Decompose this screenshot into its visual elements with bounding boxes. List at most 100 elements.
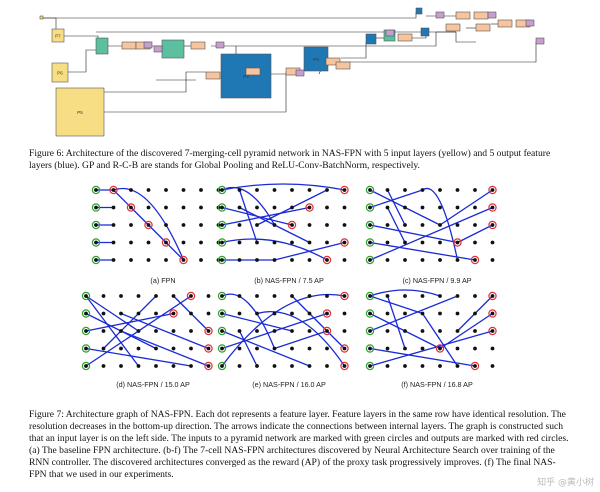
input-layer-ring (81, 344, 91, 353)
merging-cell-2 (161, 39, 185, 59)
feature-layer-dot (290, 294, 294, 298)
connection-edge (221, 293, 345, 367)
feature-layer-dot (473, 364, 477, 368)
feature-layer-dot (473, 223, 477, 227)
feature-layer-dots (365, 185, 497, 265)
feature-layer-dot (307, 205, 312, 210)
feature-layer-dot (307, 311, 312, 316)
feature-layer-dot (164, 188, 168, 192)
feature-layer-dot (325, 364, 329, 368)
feature-layer-dot (490, 240, 495, 245)
input-layer-small (39, 15, 44, 20)
architecture-graph-panel (88, 182, 238, 282)
output-layer-ring (161, 238, 171, 247)
connection-edge (56, 71, 206, 93)
feature-layer-dot (129, 205, 133, 210)
feature-layer-dot (473, 294, 477, 298)
input-layer-ring (217, 361, 227, 371)
feature-layer-dot (220, 346, 224, 351)
input-layer-ring (81, 361, 91, 371)
connection-edge (85, 295, 140, 367)
feature-layer-dot (255, 205, 259, 210)
feature-layer-dot (290, 205, 294, 210)
feature-layer-dot (164, 205, 168, 210)
feature-layer-dot (129, 188, 133, 192)
feature-layer-dot (171, 311, 176, 316)
input-layer-ring (91, 220, 101, 230)
output-layer-ring (126, 203, 136, 212)
feature-layer-dot (403, 329, 407, 333)
feature-layer-dot (473, 205, 477, 210)
op-node-10 (455, 11, 471, 20)
connection-edge (56, 72, 287, 113)
svg-text:P5: P5 (77, 110, 83, 115)
output-layer-ring (322, 309, 332, 318)
feature-layer-dot (455, 329, 460, 333)
feature-layer-dot (94, 188, 98, 192)
connection-edge (221, 186, 276, 226)
feature-layer-dot (455, 205, 460, 210)
connection-edge (96, 31, 476, 43)
feature-layer-dot (438, 223, 442, 227)
feature-layer-dot (146, 240, 151, 245)
input-layer-ring (91, 203, 101, 212)
feature-layer-dot (272, 223, 277, 227)
feature-layer-dot (420, 258, 425, 262)
input-layer-ring (365, 238, 375, 247)
feature-layer-dot (111, 205, 116, 210)
feature-layer-dot (119, 329, 123, 333)
sum-node-1 (153, 45, 163, 53)
feature-layer-dot (237, 346, 242, 351)
feature-layer-dot (307, 294, 312, 298)
feature-layer-dot (342, 346, 347, 351)
connection-edge (120, 330, 209, 367)
feature-layer-dot (255, 223, 259, 227)
figure-7-caption: Figure 7: Architecture graph of NAS-FPN.… (29, 409, 569, 480)
feature-layer-dot (325, 311, 329, 316)
feature-layer-dot (403, 294, 407, 298)
feature-layer-dot (181, 240, 186, 245)
feature-layer-dot (237, 311, 242, 316)
connection-edge (238, 189, 258, 243)
feature-layer-dot (455, 311, 460, 316)
feature-layer-dot (272, 364, 277, 368)
feature-layer-dot (206, 294, 211, 298)
feature-layer-dot (119, 311, 123, 316)
connection-edge (369, 295, 458, 332)
connection-edge (369, 347, 476, 367)
feature-layer-dot (206, 364, 211, 368)
output-layer-p7 (415, 7, 423, 15)
architecture-graph-panel (214, 288, 364, 388)
feature-layer-dot (255, 311, 259, 316)
output-layer-ring (322, 255, 332, 265)
feature-layer-dot (438, 346, 442, 351)
feature-layer-dot (154, 294, 158, 298)
feature-layer-dot (154, 329, 158, 333)
input-layer-ring (365, 344, 375, 353)
feature-layer-dot (171, 364, 176, 368)
feature-layer-dot (84, 294, 88, 298)
feature-layer-dot (368, 329, 372, 333)
connection-edge (306, 42, 537, 63)
feature-layer-dot (342, 223, 347, 227)
feature-layer-dot (438, 311, 442, 316)
svg-text:P3: P3 (243, 74, 249, 79)
feature-layer-dot (420, 205, 425, 210)
feature-layer-dot (368, 223, 372, 227)
connection-edge (421, 313, 459, 367)
feature-layer-dot (189, 346, 193, 351)
panel-label: (b) NAS-FPN / 7.5 AP (254, 276, 324, 285)
feature-layer-dot (455, 240, 460, 245)
connection-edge (221, 293, 276, 349)
output-layer-ring (488, 309, 497, 318)
feature-layer-dot (154, 346, 158, 351)
feature-layer-dot (237, 258, 242, 262)
diagram-edges (42, 12, 537, 113)
feature-layer-dot (272, 294, 277, 298)
output-layer-ring (287, 220, 297, 230)
feature-layer-dot (220, 329, 224, 333)
input-layer-ring (91, 185, 101, 195)
feature-layer-dot (255, 294, 259, 298)
feature-layer-dot (129, 258, 133, 262)
